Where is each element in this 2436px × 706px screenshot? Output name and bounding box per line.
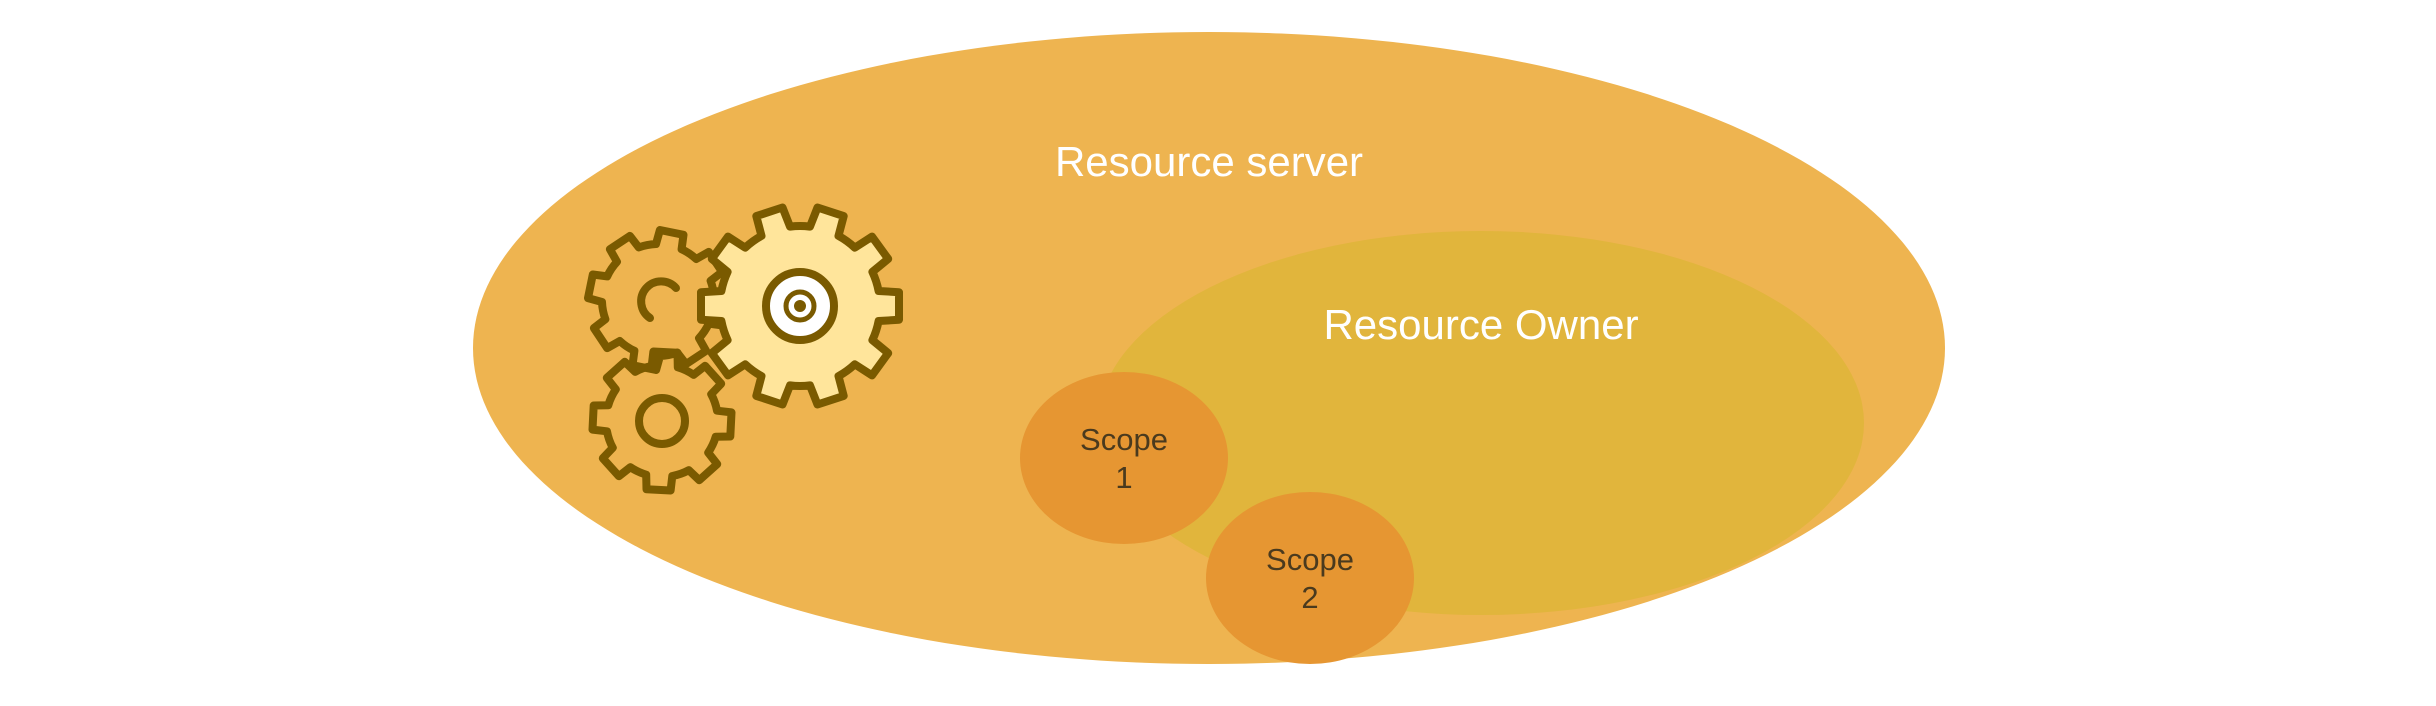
scope-2-label-line2: 2 — [1301, 580, 1318, 615]
scope-2: Scope 2 — [1206, 492, 1414, 664]
big-gear-hub-dot-icon — [794, 300, 806, 312]
scope-1-ellipse — [1020, 372, 1228, 544]
small-gear-top-hub-icon — [637, 277, 680, 322]
resource-server-label: Resource server — [1055, 138, 1363, 185]
resource-owner-label: Resource Owner — [1323, 301, 1638, 348]
scope-2-label-line1: Scope — [1266, 542, 1354, 577]
small-gear-bottom-icon — [588, 347, 736, 495]
gears-icon — [584, 203, 903, 495]
small-gear-bottom-hub-icon — [635, 394, 689, 448]
big-gear-icon — [697, 203, 903, 409]
scope-1-label-line1: Scope — [1080, 422, 1168, 457]
scope-1: Scope 1 — [1020, 372, 1228, 544]
scope-1-label-line2: 1 — [1115, 460, 1132, 495]
big-gear-hub-ring-icon — [783, 289, 817, 323]
scope-2-ellipse — [1206, 492, 1414, 664]
